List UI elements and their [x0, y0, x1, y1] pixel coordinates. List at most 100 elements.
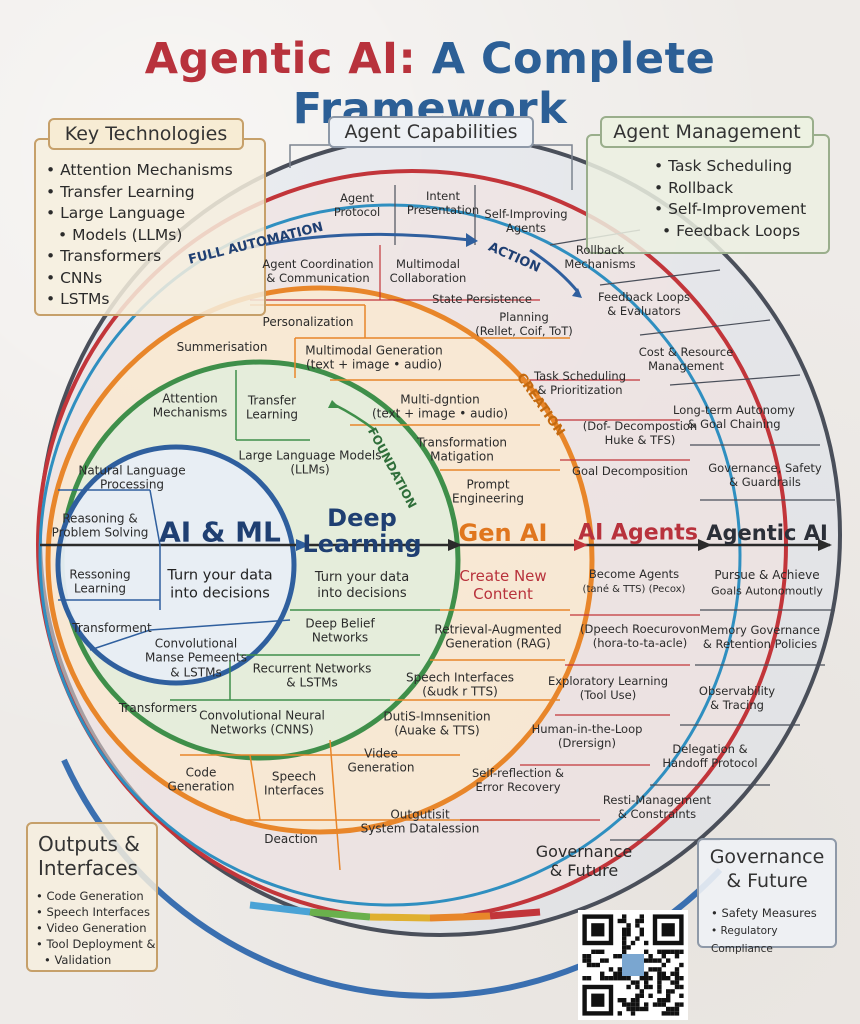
- ai-ml-subtitle-1: Turn your data: [167, 567, 273, 584]
- gen-ai-subtitle-2: Content: [473, 585, 533, 603]
- list-item: CNNs: [46, 268, 233, 290]
- agent-management-card: Task Scheduling Rollback Self-Improvemen…: [586, 134, 830, 254]
- agentic-ai-subtitle-2: Goals Autonomoutly: [711, 584, 823, 598]
- segment-gen-ai-8: DutiS-Imnsenition(Auake & TTS): [383, 709, 491, 738]
- segment-ai-agents-3: Planning(Rellet, Coif, ToT): [475, 310, 573, 338]
- segment-agentic-ai-7: Governance, Safety& Guardrails: [708, 461, 822, 489]
- deep-learning-title-1: Deep: [327, 504, 397, 532]
- list-item: LSTMs: [46, 289, 233, 311]
- segment-ai-ml-3: Transforment: [72, 620, 152, 635]
- key-technologies-card: Attention Mechanisms Transfer Learning L…: [34, 138, 266, 316]
- ai-ml-subtitle-2: into decisions: [170, 585, 270, 602]
- agentic-ai-subtitle-1: Pursue & Achieve: [714, 567, 820, 582]
- governance-heading-line-1: Governance: [709, 846, 825, 868]
- agent-management-list: Task Scheduling Rollback Self-Improvemen…: [654, 156, 806, 242]
- list-item: Transformers: [46, 246, 233, 268]
- list-item: Video Generation: [36, 920, 155, 936]
- segment-agentic-ai-11: Resti-Management& Constraints: [602, 793, 712, 821]
- outputs-interfaces-card: Outputs & Interfaces Code Generation Spe…: [26, 822, 158, 972]
- segment-gen-ai-2: Multimodal Generation(text + image • aud…: [305, 343, 443, 372]
- governance-heading-line-2: & Future: [726, 870, 808, 892]
- segment-ai-agents-10: Self-reflection &Error Recovery: [472, 766, 564, 794]
- page-title: Agentic AI: A Complete Framework: [0, 34, 860, 134]
- title-part-1: Agentic AI:: [144, 34, 417, 84]
- segment-gen-ai-7: Speech Interfaces(&udk r TTS): [406, 670, 514, 699]
- arrow-ai-agents: [698, 539, 712, 551]
- segment-gen-ai-0: Personalization: [262, 314, 354, 329]
- ai-agents-subtitle-2: (tané & TTS) (Pecox): [582, 584, 686, 595]
- list-item: Rollback: [654, 178, 806, 200]
- list-item: Validation: [36, 952, 155, 968]
- segment-deep-learning-4: Recurrent Networks& LSTMs: [252, 661, 372, 690]
- deep-learning-subtitle-1: Turn your data: [314, 570, 410, 586]
- segment-gen-ai-12: Deaction: [264, 831, 318, 846]
- list-item: Models (LLMs): [46, 225, 233, 247]
- list-item: Regulatory Compliance: [711, 922, 835, 958]
- ai-agents-dividers: [250, 245, 700, 821]
- arrow-deep-learning: [448, 539, 462, 551]
- segment-deep-learning-2: Large Language Models(LLMs): [238, 448, 382, 477]
- ai-agents-title: AI Agents: [578, 520, 698, 546]
- outputs-list: Code Generation Speech Interfaces Video …: [36, 888, 155, 968]
- segment-agentic-ai-12: Governance& Future: [535, 841, 633, 880]
- agentic-ai-title: Agentic AI: [706, 521, 828, 545]
- segment-agentic-ai-8: Memory Governance& Retention Policies: [700, 623, 820, 651]
- list-item: Tool Deployment &: [36, 936, 155, 952]
- gen-ai-subtitle-1: Create New: [459, 567, 547, 585]
- segment-agentic-ai-4: Feedback Loops& Evaluators: [598, 290, 690, 318]
- arrow-agentic-ai: [818, 539, 832, 551]
- list-item: Large Language: [46, 203, 233, 225]
- segment-agentic-ai-6: Long-term Autonomy& Goal Chaining: [673, 403, 795, 431]
- list-item: Attention Mechanisms: [46, 160, 233, 182]
- capabilities-bracket: [289, 144, 573, 190]
- segment-ai-agents-2: State Persistence: [432, 292, 532, 307]
- gen-ai-title: Gen AI: [458, 519, 548, 547]
- arrow-ai-ml: [296, 539, 310, 551]
- segment-agentic-ai-9: Observability& Tracing: [698, 684, 776, 712]
- ai-agents-subtitle-1: Become Agents: [588, 567, 680, 582]
- segment-gen-ai-3: Multi-dgntion(text + image • audio): [371, 392, 509, 421]
- segment-ai-agents-7: (Dpeech Roecurovon(hora-to-ta-acle): [580, 622, 700, 650]
- list-item: Task Scheduling: [654, 156, 806, 178]
- segment-ai-agents-6: Goal Decomposition: [572, 464, 688, 479]
- segment-ai-ml-1: Reasoning &Problem Solving: [51, 511, 149, 540]
- outputs-heading-line-1: Outputs &: [38, 832, 140, 856]
- segment-ai-agents-4: Task Scheduling& Prioritization: [533, 369, 627, 397]
- segment-ai-agents-8: Exploratory Learning(Tool Use): [547, 674, 669, 702]
- deep-learning-title-2: Learning: [302, 530, 422, 558]
- list-item: Speech Interfaces: [36, 904, 155, 920]
- ai-ml-dividers: [58, 489, 291, 651]
- key-technologies-heading: Key Technologies: [48, 118, 244, 150]
- agentic-ai-dividers: [394, 185, 835, 841]
- list-item: Self-Improvement: [654, 199, 806, 221]
- action-arrow: [529, 248, 580, 293]
- key-technologies-list: Attention Mechanisms Transfer Learning L…: [46, 160, 233, 311]
- agent-capabilities-heading: Agent Capabilities: [328, 116, 534, 148]
- deep-learning-subtitle-2: into decisions: [317, 586, 407, 602]
- governance-list: Safety Measures Regulatory Compliance: [711, 904, 835, 958]
- list-item: Feedback Loops: [654, 221, 806, 243]
- segment-ai-ml-5: Transformers: [118, 700, 198, 715]
- governance-future-card: Governance & Future Safety Measures Regu…: [697, 838, 837, 955]
- outputs-heading-line-2: Interfaces: [38, 856, 138, 880]
- agent-management-heading: Agent Management: [600, 116, 814, 148]
- segment-ai-agents-0: Agent Coordination& Communication: [262, 257, 374, 285]
